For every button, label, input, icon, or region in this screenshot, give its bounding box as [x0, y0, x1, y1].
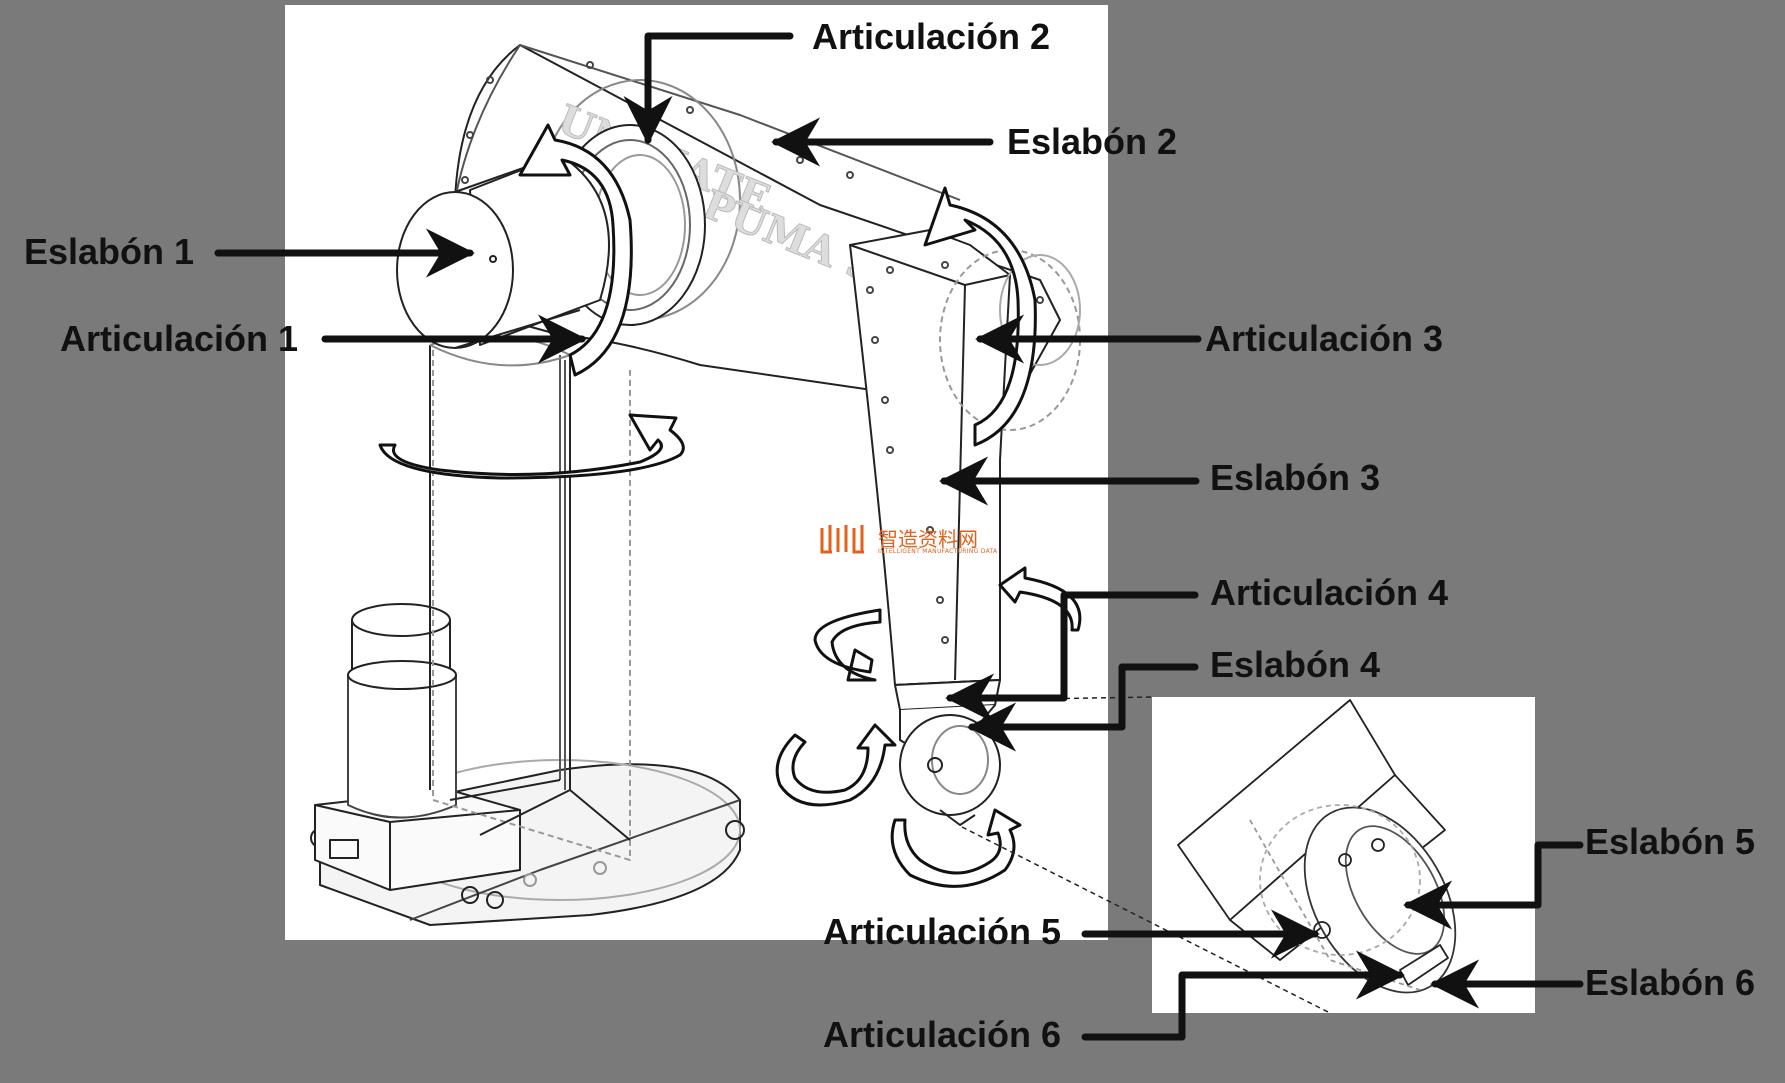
- label-eslabon-2: Eslabón 2: [1007, 121, 1178, 162]
- label-articulacion-2: Articulación 2: [812, 16, 1051, 57]
- label-eslabon-3: Eslabón 3: [1210, 457, 1381, 498]
- leader-articulacion-2: [623, 32, 794, 145]
- label-eslabon-5: Eslabón 5: [1585, 821, 1756, 862]
- base-cylinder: [347, 603, 457, 819]
- leader-articulacion-4: [945, 591, 1199, 723]
- wrist-detail-drawing: [1177, 699, 1457, 994]
- joint5-rotation-arrow: [775, 723, 897, 807]
- label-eslabon-4: Eslabón 4: [1210, 644, 1381, 685]
- watermark-logo-icon: [820, 525, 864, 554]
- watermark-text: 智造资料网: [878, 527, 978, 551]
- label-eslabon-6: Eslabón 6: [1585, 962, 1756, 1003]
- watermark-subtext: INTELLIGENT MANUFACTURING DATA: [878, 548, 998, 555]
- leader-eslabon-4: [967, 663, 1199, 752]
- joint1-rotation-arrow: [378, 413, 685, 480]
- joint6-rotation-arrow: [890, 808, 1022, 888]
- leader-arrows: [214, 32, 1584, 1041]
- leader-articulacion-6: [1081, 950, 1405, 1041]
- pedestal-column: [429, 333, 631, 861]
- label-articulacion-6: Articulación 6: [823, 1014, 1062, 1055]
- label-articulacion-1: Articulación 1: [60, 318, 299, 359]
- label-articulacion-5: Articulación 5: [823, 911, 1062, 952]
- label-articulacion-3: Articulación 3: [1205, 318, 1444, 359]
- label-eslabon-1: Eslabón 1: [24, 231, 195, 272]
- controller-box: [314, 789, 521, 891]
- joint4-rotation-arrow-left: [813, 608, 882, 682]
- leader-eslabon-5: [1403, 841, 1584, 930]
- joint2-rotation-arrow: [518, 123, 633, 377]
- rotation-arrows: [378, 123, 1082, 888]
- label-articulacion-4: Articulación 4: [1210, 572, 1449, 613]
